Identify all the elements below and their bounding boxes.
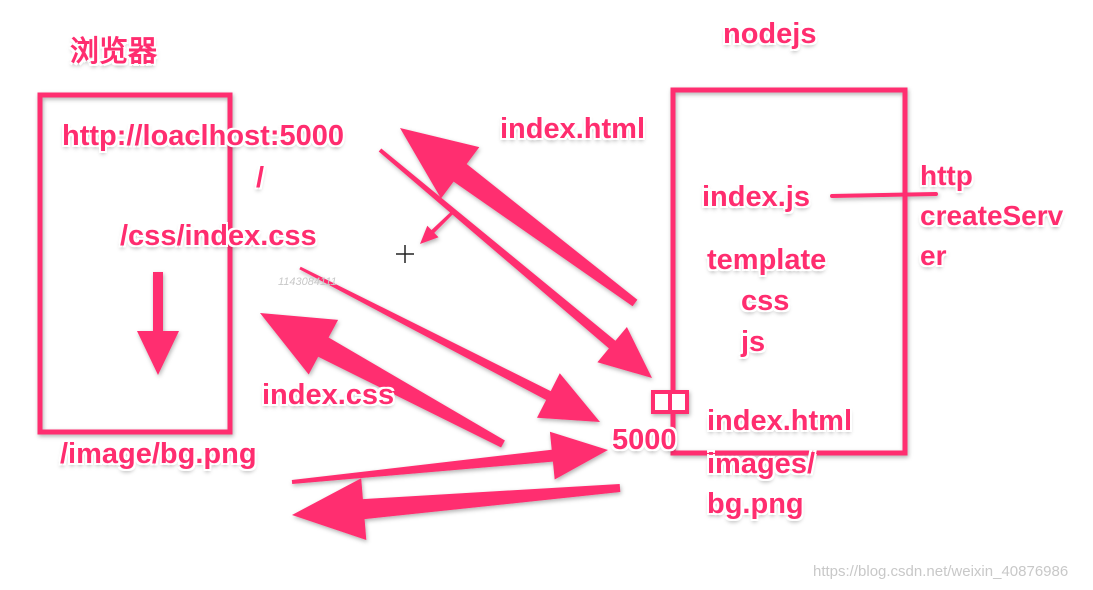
request-image-path: /image/bg.png <box>60 438 257 470</box>
http-module-line3: er <box>920 240 947 271</box>
response-index-html-arrow <box>400 128 638 307</box>
request-root-path: / <box>256 162 265 194</box>
server-js-folder: js <box>741 326 766 358</box>
response-image-arrow <box>292 478 621 540</box>
port-label: 5000 <box>612 424 677 456</box>
request-url: http://loaclhost:5000 <box>62 120 344 152</box>
response-index-css-arrow <box>260 313 505 448</box>
crosshair-cursor-icon <box>396 245 414 263</box>
annotation-small-arrow <box>420 208 456 244</box>
server-bg-png: bg.png <box>707 488 804 520</box>
browser-title: 浏览器 <box>70 36 158 68</box>
server-index-html: index.html <box>707 405 853 437</box>
browser-down-arrow <box>137 272 179 375</box>
request-url-arrow <box>378 148 652 378</box>
browser-box <box>37 92 233 435</box>
nodejs-box <box>670 87 908 456</box>
request-css-path: /css/index.css <box>120 220 317 252</box>
http-module-line1: http <box>920 160 973 191</box>
server-css-folder: css <box>741 285 790 317</box>
csdn-watermark: https://blog.csdn.net/weixin_40876986 <box>813 563 1069 580</box>
server-index-js: index.js <box>702 181 810 213</box>
http-module-line2: createServ <box>920 200 1064 231</box>
nodejs-title: nodejs <box>723 18 817 50</box>
server-template-folder: template <box>707 244 827 276</box>
request-css-arrow <box>299 266 600 422</box>
http-connector-line <box>830 192 938 198</box>
response-index-css: index.css <box>262 379 395 411</box>
faint-watermark-number: 1143084111 <box>278 276 337 288</box>
request-image-arrow <box>291 431 608 484</box>
server-images-folder: images/ <box>707 448 815 480</box>
response-index-html: index.html <box>500 113 646 145</box>
